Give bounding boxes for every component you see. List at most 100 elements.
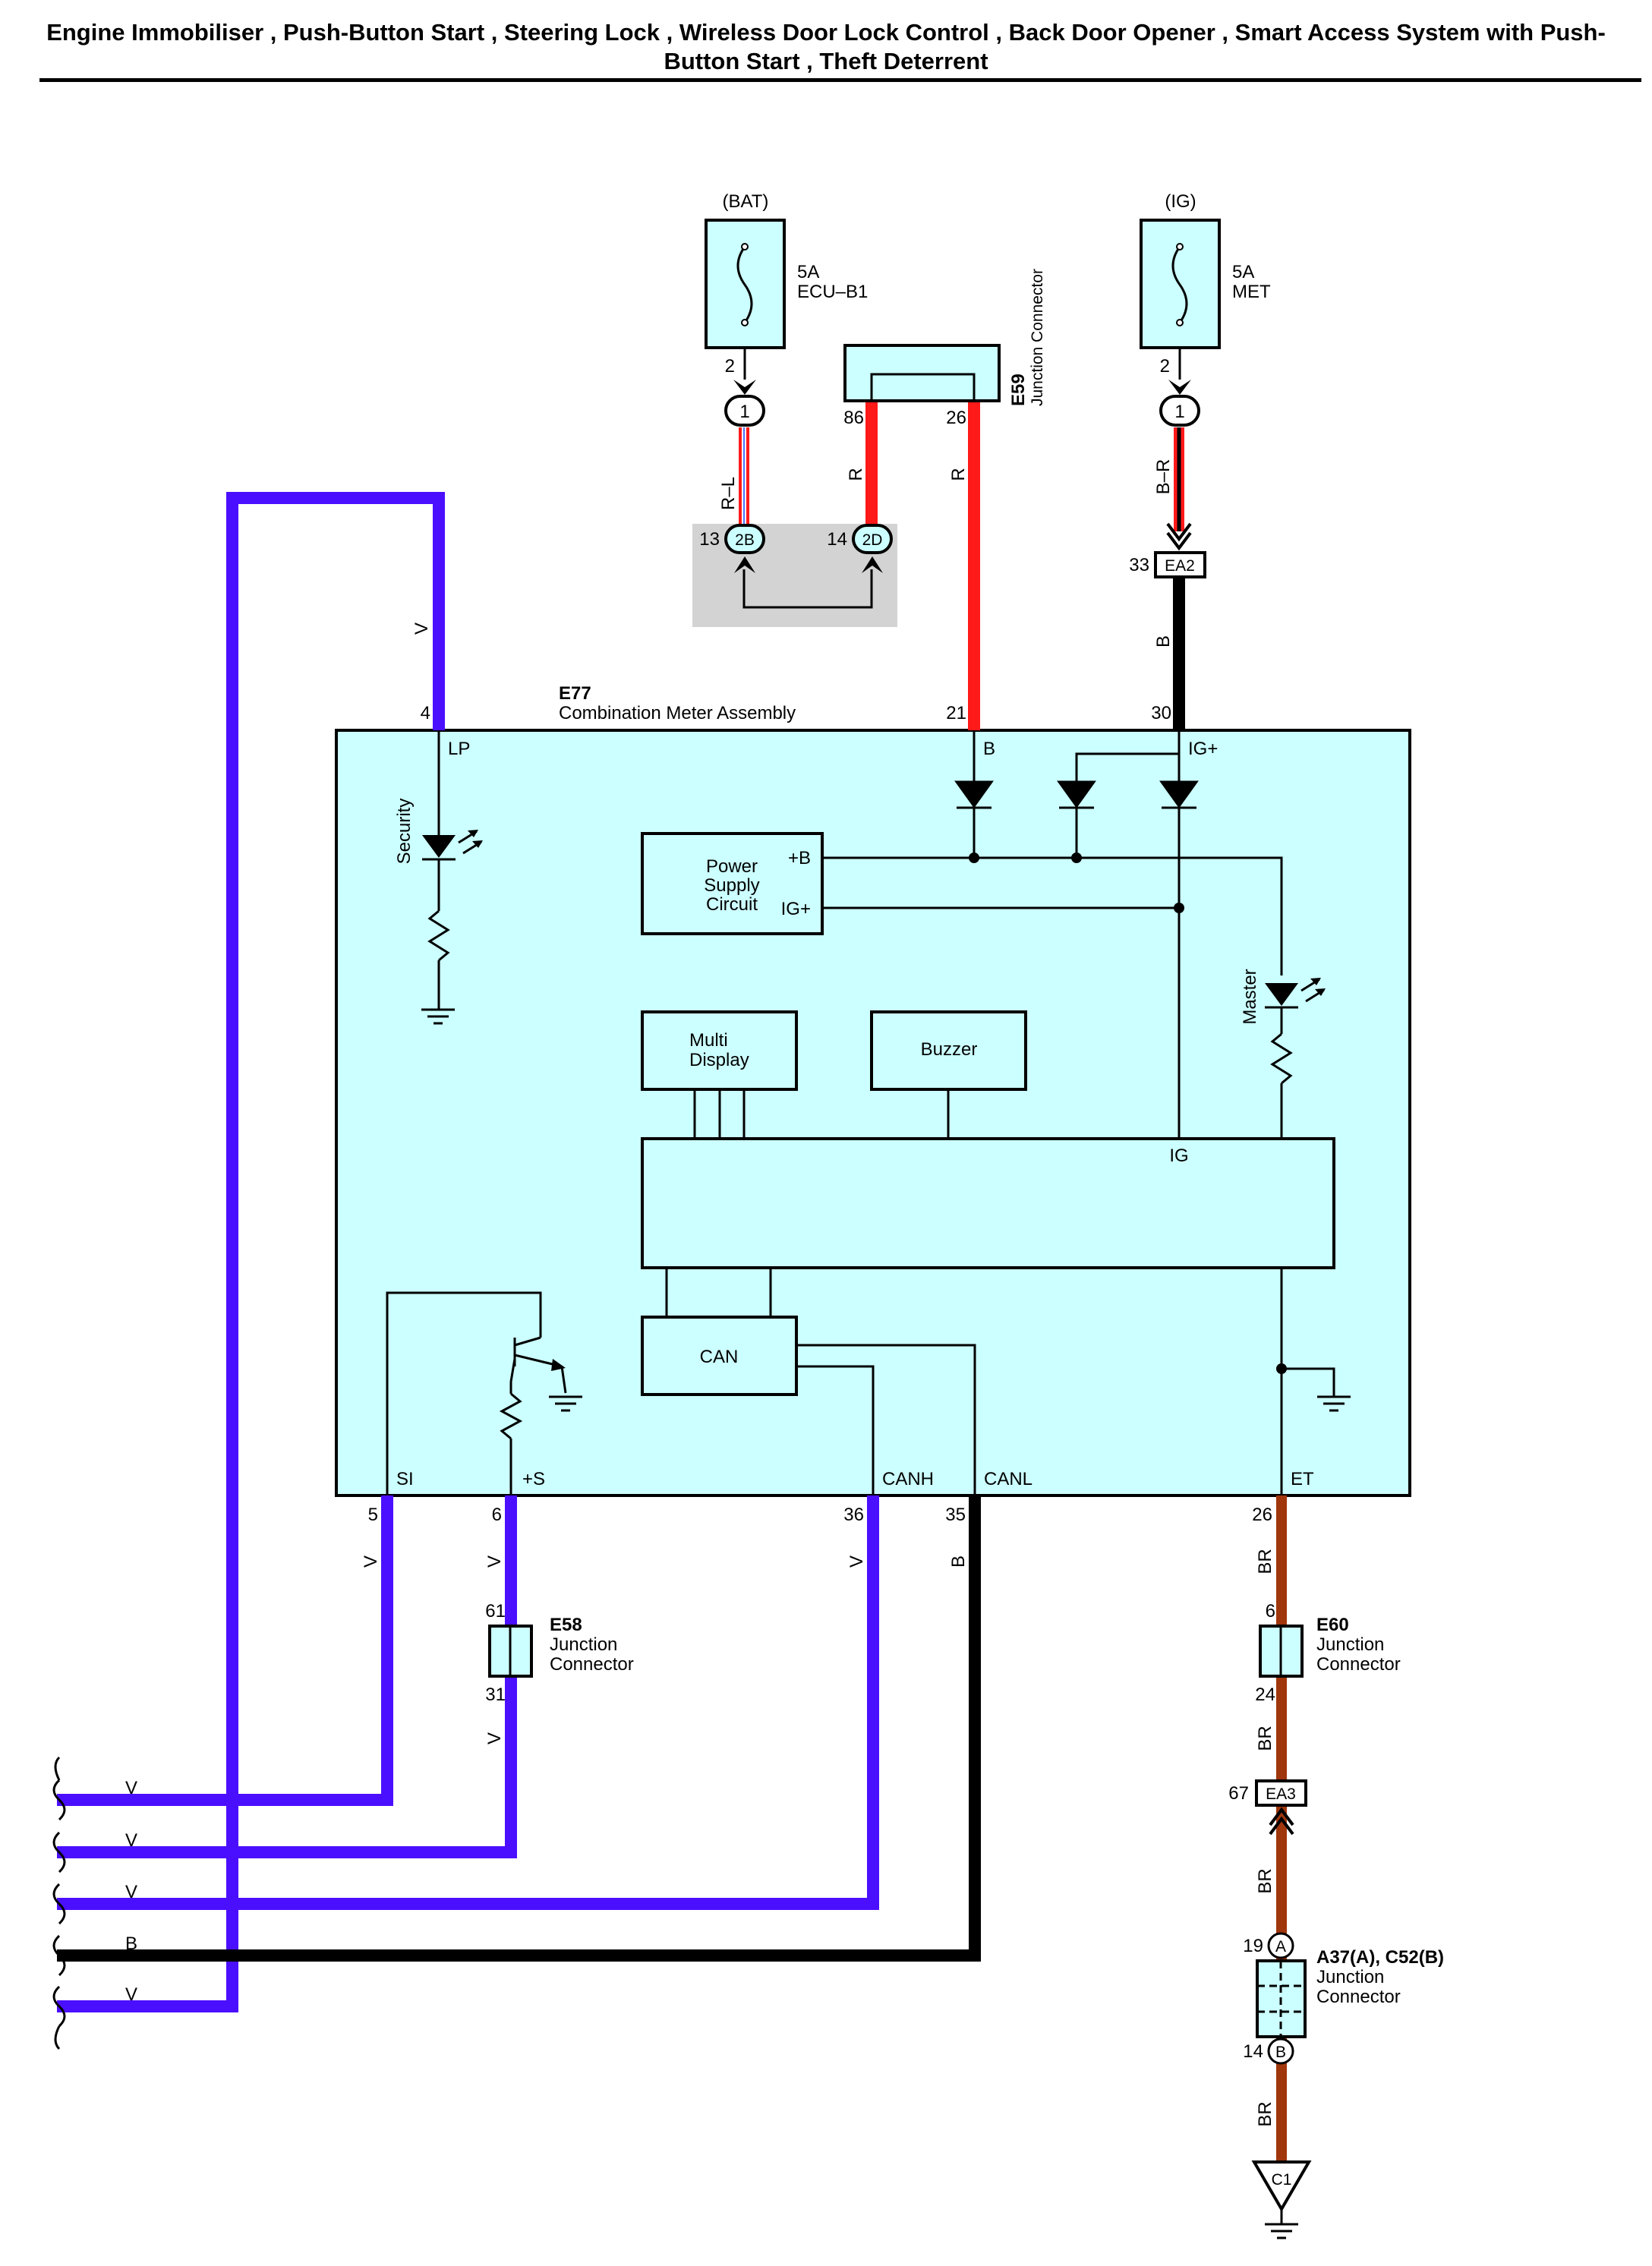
fuse-labels: (BAT) 5A ECU–B1 2 (IG) 5A MET 2: [723, 191, 1271, 377]
svg-text:R: R: [846, 468, 866, 481]
junction-connector-e60: [1259, 1625, 1304, 1678]
svg-text:E58: E58: [550, 1615, 582, 1635]
splice-loop: [742, 569, 873, 609]
page-title: Engine Immobiliser , Push-Button Start ,…: [46, 19, 1606, 74]
meter-cpu: [641, 1137, 1335, 1269]
splice-pin-labels: 13 14 33: [699, 529, 1149, 575]
svg-text:26: 26: [946, 408, 966, 428]
junction-connector-e59: [843, 344, 1001, 402]
svg-text:Display: Display: [689, 1050, 749, 1070]
svg-text:V: V: [411, 622, 432, 635]
svg-text:86: 86: [843, 408, 864, 428]
svg-text:2D: 2D: [862, 531, 883, 549]
wire-color-labels: R–L R R B–R B V V V V V B BR BR BR BR V …: [125, 459, 1275, 2127]
svg-text:B: B: [948, 1555, 969, 1568]
svg-text:Junction: Junction: [1316, 1634, 1384, 1655]
svg-text:24: 24: [1255, 1685, 1275, 1705]
fuse-met: [1140, 219, 1221, 395]
svg-text:BR: BR: [1255, 1868, 1275, 1893]
svg-text:IG+: IG+: [1188, 739, 1218, 759]
svg-text:1: 1: [1174, 402, 1184, 422]
svg-text:Junction: Junction: [1316, 1967, 1384, 1987]
wire-v-si: [57, 1495, 393, 1806]
svg-text:Buzzer: Buzzer: [921, 1039, 978, 1060]
svg-text:V: V: [125, 1984, 137, 2005]
ea3-a37-labels: 67 19 14 A37(A), C52(B) Junction Connect…: [1228, 1783, 1444, 2062]
wire-v-canh: [57, 1495, 879, 1910]
svg-text:5A: 5A: [797, 262, 819, 282]
junction-connector-e58: [488, 1625, 533, 1678]
svg-text:Security: Security: [394, 799, 415, 865]
svg-text:V: V: [361, 1555, 381, 1568]
svg-text:CANL: CANL: [984, 1469, 1032, 1489]
buzzer: [870, 1010, 1027, 1091]
svg-text:1: 1: [739, 402, 749, 422]
svg-text:13: 13: [699, 529, 720, 550]
svg-text:2: 2: [1160, 356, 1170, 377]
svg-text:(IG): (IG): [1165, 191, 1196, 212]
svg-text:V: V: [484, 1732, 505, 1744]
svg-text:6: 6: [1266, 1601, 1275, 1621]
svg-text:E60: E60: [1316, 1615, 1349, 1635]
svg-text:B: B: [1275, 2044, 1286, 2061]
svg-text:R–L: R–L: [718, 477, 739, 510]
svg-text:IG: IG: [1169, 1146, 1188, 1166]
title-rule: [39, 78, 1641, 82]
svg-text:C1: C1: [1272, 2171, 1292, 2189]
svg-text:EA2: EA2: [1165, 557, 1195, 575]
security-led-icon: [422, 830, 483, 861]
svg-text:V: V: [484, 1555, 505, 1568]
svg-text:Combination Meter Assembly: Combination Meter Assembly: [559, 703, 796, 723]
svg-text:CANH: CANH: [882, 1469, 934, 1489]
svg-text:Junction Connector: Junction Connector: [1029, 269, 1046, 406]
svg-text:61: 61: [485, 1601, 506, 1621]
svg-text:B: B: [125, 1934, 137, 1954]
wire-break-marks: [52, 1756, 66, 2050]
svg-text:6: 6: [492, 1505, 502, 1525]
diodes: [954, 780, 1199, 809]
e58-labels: 61 31 E58 Junction Connector: [485, 1601, 633, 1705]
svg-text:67: 67: [1228, 1783, 1249, 1804]
svg-text:EA3: EA3: [1266, 1785, 1296, 1803]
svg-text:30: 30: [1151, 703, 1171, 723]
master-led-icon: [1265, 978, 1326, 1009]
svg-text:14: 14: [827, 529, 847, 550]
svg-text:V: V: [846, 1555, 867, 1568]
svg-text:V: V: [125, 1830, 137, 1851]
svg-text:Junction: Junction: [550, 1634, 617, 1655]
svg-text:33: 33: [1129, 555, 1149, 575]
svg-text:Connector: Connector: [1316, 1654, 1401, 1675]
svg-text:B–R: B–R: [1153, 459, 1174, 495]
wire-b-canl: [57, 1495, 981, 1962]
splice-2d: 2D: [852, 524, 893, 573]
svg-text:LP: LP: [448, 739, 470, 759]
svg-text:ET: ET: [1291, 1469, 1314, 1489]
connector-ig-1: 1: [1159, 395, 1200, 427]
svg-text:Connector: Connector: [1316, 1987, 1401, 2007]
svg-text:35: 35: [945, 1505, 966, 1525]
svg-text:IG+: IG+: [781, 899, 811, 919]
svg-text:2: 2: [725, 356, 735, 377]
svg-text:Multi: Multi: [689, 1030, 728, 1051]
svg-text:BR: BR: [1255, 1549, 1275, 1574]
svg-text:Circuit: Circuit: [706, 894, 758, 915]
svg-text:19: 19: [1243, 1936, 1263, 1956]
junction-dots: [969, 853, 1287, 1374]
multi-display: [641, 1010, 798, 1091]
fuse-ecu-b1: [705, 219, 786, 395]
svg-text:A37(A), C52(B): A37(A), C52(B): [1316, 1947, 1444, 1968]
svg-text:+B: +B: [788, 848, 811, 868]
e60-labels: 6 24 E60 Junction Connector: [1255, 1601, 1400, 1705]
svg-text:+S: +S: [522, 1469, 545, 1489]
svg-text:4: 4: [421, 703, 430, 723]
svg-text:2B: 2B: [735, 531, 755, 549]
ground-c1: C1: [1251, 2160, 1312, 2239]
svg-text:(BAT): (BAT): [723, 191, 769, 212]
svg-text:31: 31: [485, 1685, 506, 1705]
svg-text:BR: BR: [1255, 2101, 1275, 2126]
junction-connector-a37-c52: A B: [1256, 1932, 1307, 2065]
svg-text:SI: SI: [396, 1469, 414, 1489]
svg-text:E59: E59: [1008, 373, 1029, 406]
svg-text:26: 26: [1252, 1505, 1272, 1525]
